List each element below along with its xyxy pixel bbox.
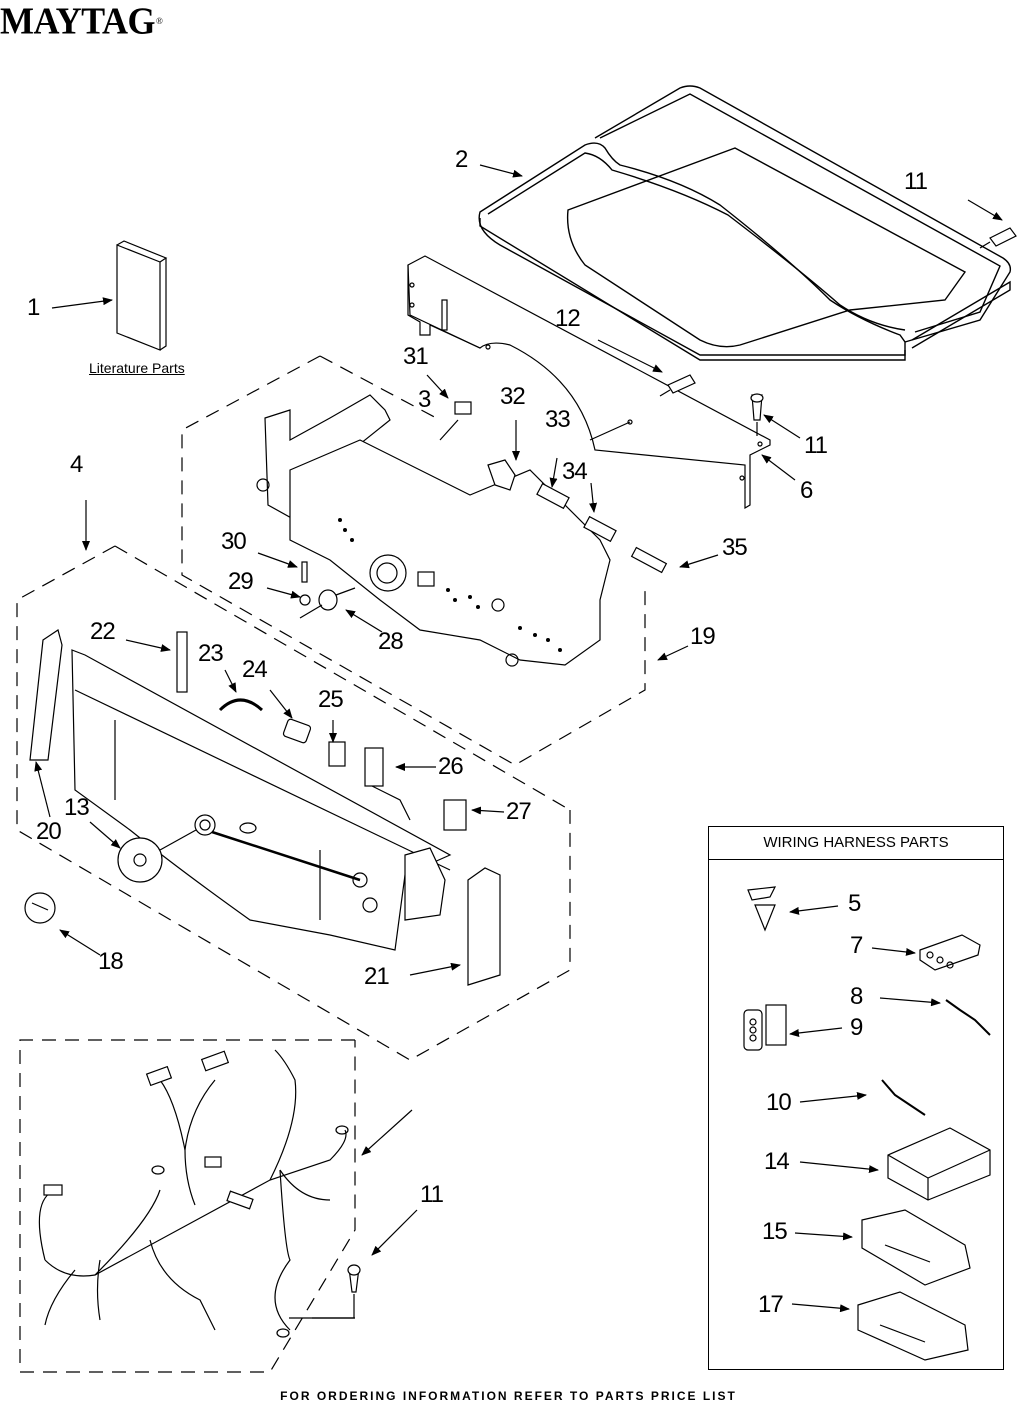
- knob-bezel-part: [117, 829, 197, 883]
- part-30-spring: [301, 561, 308, 583]
- callout-7: 7: [850, 932, 863, 959]
- wiring-harness-part: [38, 1049, 355, 1338]
- callout-21: 21: [364, 963, 390, 990]
- callout-20: 20: [36, 818, 62, 845]
- part-34: [583, 515, 617, 543]
- callout-18: 18: [98, 948, 124, 975]
- part-8-terminal: [945, 999, 991, 1036]
- callout-23: 23: [198, 640, 224, 667]
- callout-1: 1: [27, 294, 40, 321]
- footer-ordering-note: FOR ORDERING INFORMATION REFER TO PARTS …: [280, 1389, 737, 1403]
- callout-2: 2: [455, 146, 468, 173]
- callout-34: 34: [562, 458, 588, 485]
- callout-12: 12: [555, 305, 581, 332]
- screw-part-12: [659, 374, 696, 397]
- brand-logo: MAYTAG®: [0, 0, 163, 42]
- part-29-ball: [299, 594, 311, 606]
- console-assembly-dashed-outline: [181, 355, 646, 766]
- callout-14: 14: [764, 1148, 790, 1175]
- wiring-harness-title: WIRING HARNESS PARTS: [709, 827, 1003, 860]
- callout-32: 32: [500, 383, 526, 410]
- part-32: [487, 459, 516, 491]
- screw-part-11-top: [979, 227, 1017, 249]
- callout-35: 35: [722, 534, 748, 561]
- harness-dashed-outline: [19, 1039, 356, 1373]
- callout-31: 31: [403, 343, 429, 370]
- callout-11-bottom: 11: [420, 1181, 444, 1208]
- callout-4: 4: [70, 451, 83, 478]
- registered-mark: ®: [156, 15, 163, 27]
- part-35: [630, 546, 668, 574]
- callout-6: 6: [800, 477, 813, 504]
- wiring-harness-parts-box: WIRING HARNESS PARTS: [708, 826, 1004, 1370]
- part-10-terminal: [881, 1079, 926, 1116]
- console-panel-dashed-outline: [16, 545, 571, 1061]
- callout-25: 25: [318, 686, 344, 713]
- part-28-shaft: [299, 587, 356, 619]
- callout-22: 22: [90, 618, 116, 645]
- part-5-clip: [747, 886, 777, 932]
- callout-27: 27: [506, 798, 532, 825]
- callout-29: 29: [228, 568, 254, 595]
- callout-19: 19: [690, 623, 716, 650]
- part-31: [439, 401, 472, 441]
- part-7-connector: [919, 934, 981, 971]
- callout-5: 5: [848, 890, 861, 917]
- left-end-cap-part: [29, 629, 63, 761]
- callout-11-mid: 11: [804, 432, 828, 459]
- literature-booklet-part: [116, 240, 168, 351]
- screw-part-11-mid: [750, 393, 764, 436]
- rear-bracket-part: [407, 255, 771, 510]
- part-33: [536, 482, 570, 510]
- console-front-panel-part: [71, 649, 452, 951]
- brand-name: MAYTAG: [0, 0, 156, 42]
- callout-24: 24: [242, 656, 268, 683]
- knob-part: [24, 892, 56, 924]
- callout-10: 10: [766, 1089, 792, 1116]
- top-lid-part: [478, 85, 1012, 361]
- part-27: [443, 799, 467, 831]
- callout-28: 28: [378, 628, 404, 655]
- callout-33: 33: [545, 406, 571, 433]
- leader-arrows: [34, 164, 1003, 1313]
- literature-parts-label: Literature Parts: [89, 360, 185, 376]
- part-17-connector: [857, 1291, 969, 1361]
- callout-30: 30: [221, 528, 247, 555]
- callout-8: 8: [850, 983, 863, 1010]
- screw-part-11-bottom: [312, 1264, 361, 1319]
- part-26: [364, 747, 411, 821]
- callout-17: 17: [758, 1291, 784, 1318]
- callout-13: 13: [64, 794, 90, 821]
- part-14-connector: [887, 1127, 991, 1201]
- part-25: [328, 741, 346, 767]
- part-9-connector: [743, 1004, 787, 1051]
- control-console-part: [256, 394, 611, 667]
- callout-15: 15: [762, 1218, 788, 1245]
- part-23: [218, 698, 264, 712]
- part-22: [176, 631, 188, 693]
- part-24: [282, 718, 312, 744]
- callout-9: 9: [850, 1014, 863, 1041]
- callout-11-top: 11: [904, 168, 928, 195]
- part-15-connector: [861, 1209, 971, 1286]
- callout-3: 3: [418, 386, 431, 413]
- callout-26: 26: [438, 753, 464, 780]
- right-end-cap-part: [467, 867, 501, 986]
